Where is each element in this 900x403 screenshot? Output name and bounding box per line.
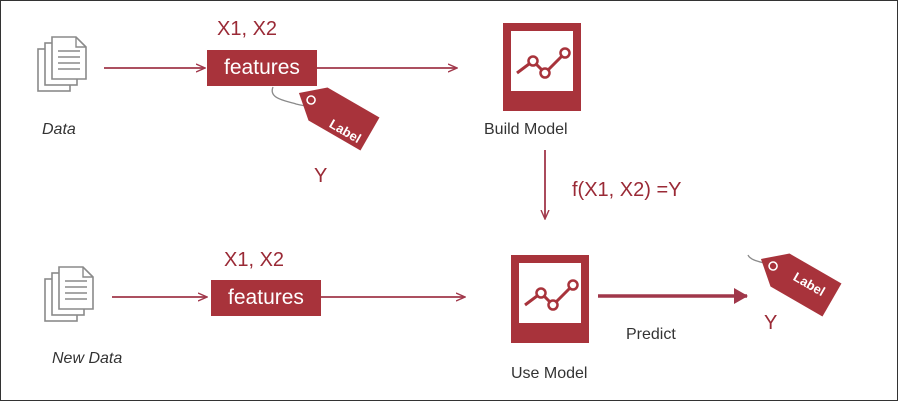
xvars-bottom: X1, X2 [224,249,285,271]
predict-label: Predict [626,326,676,343]
y-label-bottom: Y [764,312,778,334]
y-label-top: Y [314,165,328,187]
use-model-label: Use Model [511,365,588,382]
build-model-label: Build Model [484,121,568,138]
function-label: f(X1, X2) =Y [572,179,682,201]
new-data-docs-icon [44,266,94,322]
xvars-top: X1, X2 [217,18,278,40]
new-data-label: New Data [52,350,123,367]
data-label: Data [42,121,76,138]
features-box-top: features [207,50,317,86]
build-model-icon [501,21,583,113]
data-docs-icon [37,36,87,92]
features-box-bottom: features [211,280,321,316]
use-model-icon [509,253,591,345]
label-tag-top [288,75,381,152]
